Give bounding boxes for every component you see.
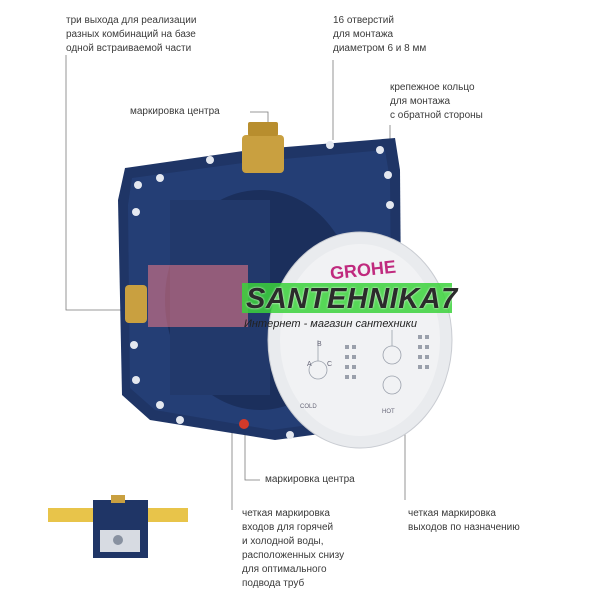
left-port (125, 285, 147, 323)
top-port (242, 135, 284, 173)
port-a-label: A (307, 361, 312, 368)
annotation-holes: 16 отверстий для монтажа диаметром 6 и 8… (333, 15, 427, 54)
annotation-center-bottom: маркировка центра (265, 474, 355, 485)
mounting-holes (130, 141, 396, 439)
port-b-label: B (317, 341, 322, 348)
annotation-ring: крепежное кольцо для монтажа с обратной … (390, 82, 483, 121)
watermark-green-band (242, 283, 452, 313)
leader-three-outlets (65, 55, 128, 311)
hot-label: HOT (382, 409, 395, 415)
watermark-subtitle: Интернет - магазин сантехники (244, 318, 417, 330)
watermark-pink-band (148, 265, 248, 327)
annotation-three-outlets: три выхода для реализации разных комбина… (66, 15, 197, 54)
annotation-outlets: четкая маркировка выходов по назначению (408, 508, 520, 533)
cold-label: COLD (300, 404, 317, 410)
annotation-inlets: четкая маркировка входов для горячей и х… (242, 508, 345, 589)
thumbnail-installation (48, 495, 188, 558)
watermark-title: SANTEHNIKA7 (246, 283, 458, 315)
port-c-label: C (327, 361, 333, 368)
center-mark (239, 419, 249, 429)
leader-center-bottom (244, 425, 260, 481)
annotation-center-top: маркировка центра (130, 106, 220, 117)
